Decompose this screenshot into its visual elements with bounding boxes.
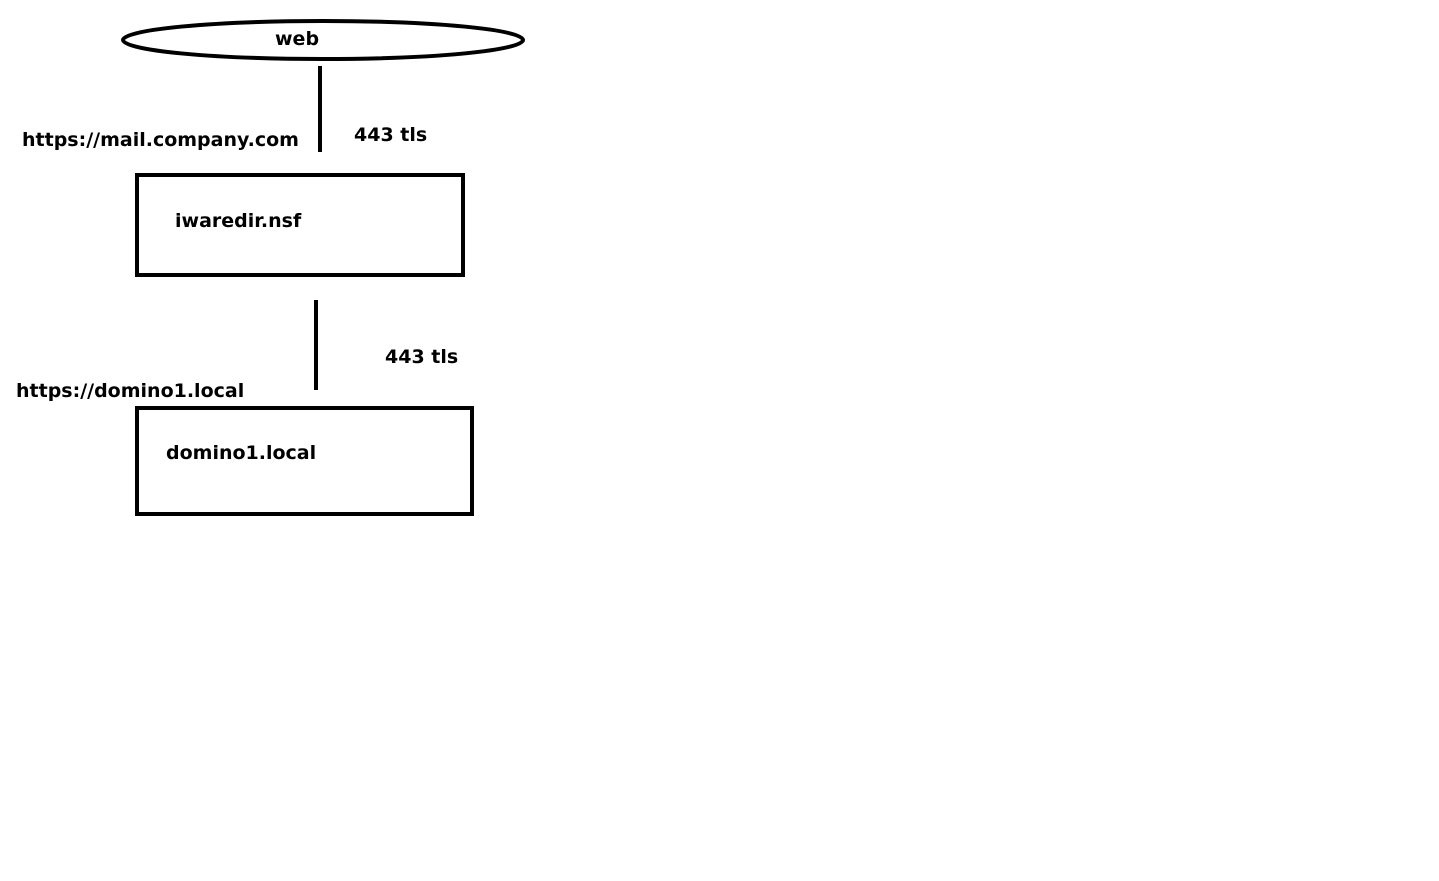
web-node-label: web [275, 28, 320, 50]
proxy-node-box [135, 173, 465, 277]
server-node-label: domino1.local [166, 442, 317, 464]
proxy-url-label: https://mail.company.com [22, 129, 299, 151]
server-url-label: https://domino1.local [16, 380, 245, 402]
web-node-ellipse [121, 19, 525, 61]
link-web-proxy-label: 443 tls [354, 124, 428, 146]
proxy-node-label: iwaredir.nsf [175, 210, 302, 232]
link-proxy-server-label: 443 tls [385, 346, 459, 368]
server-node-box [135, 406, 474, 516]
